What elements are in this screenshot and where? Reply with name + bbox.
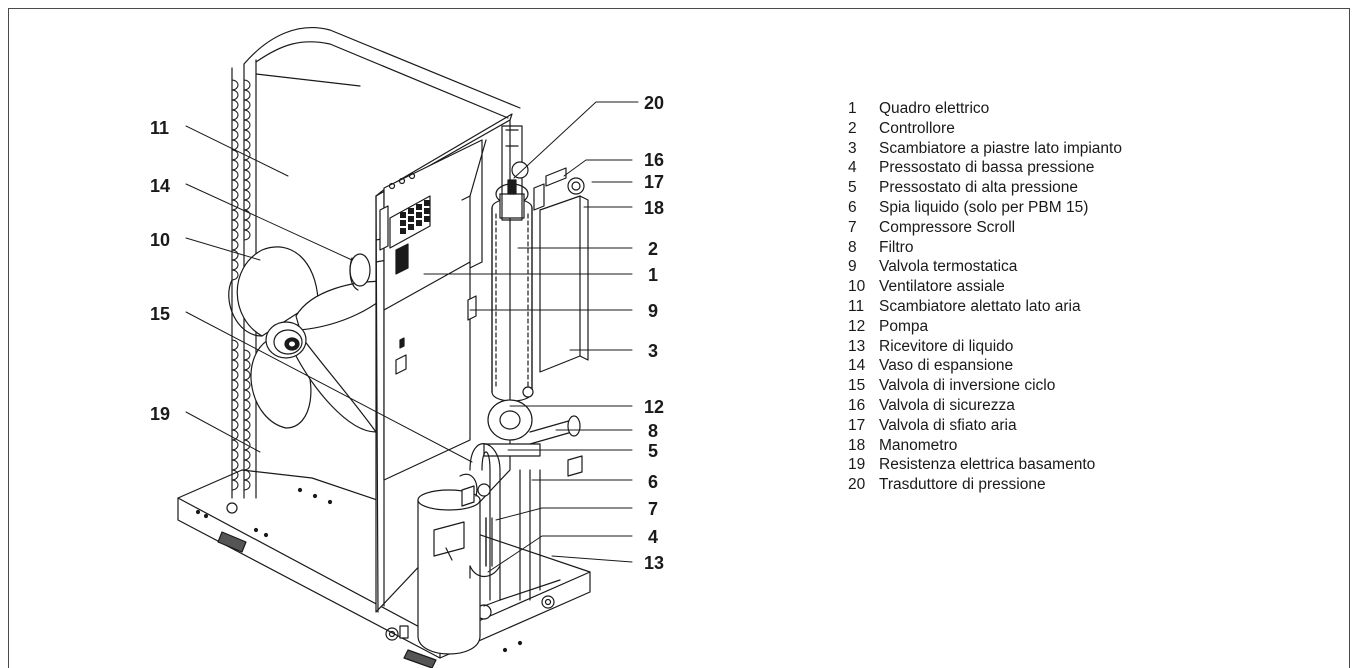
legend-number: 7 [848, 218, 857, 236]
legend-number: 19 [848, 456, 866, 474]
callout-17: 17 [644, 172, 664, 192]
legend-item: 3 Scambiatore a piastre lato impianto [848, 139, 1122, 159]
hydraulic-section [467, 125, 589, 620]
legend-number: 14 [848, 357, 866, 375]
leader-lines [185, 101, 639, 573]
legend-label: Quadro elettrico [879, 100, 990, 117]
legend-item: 5 Pressostato di alta pressione [848, 178, 1122, 198]
callout-9: 9 [648, 301, 658, 321]
legend-number: 16 [848, 396, 866, 414]
legend-item: 12 Pompa [848, 317, 1122, 337]
legend-label: Controllore [879, 119, 955, 137]
legend-label: Ventilatore assiale [879, 278, 1005, 296]
legend-number: 1 [848, 100, 857, 117]
legend-label: Pressostato di alta pressione [879, 179, 1079, 197]
legend-item: 9 Valvola termostatica [848, 257, 1122, 277]
axial-fan [228, 246, 399, 433]
legend-number: 5 [848, 179, 857, 197]
legend-item: 17 Valvola di sfiato aria [848, 416, 1122, 436]
legend-item: 2 Controllore [848, 119, 1122, 139]
legend-number: 2 [848, 119, 857, 137]
legend-label: Spia liquido (solo per PBM 15) [879, 198, 1089, 216]
legend-label: Valvola di inversione ciclo [879, 377, 1056, 395]
callout-12: 12 [644, 397, 664, 417]
legend-item: 1 Quadro elettrico [848, 99, 1122, 119]
legend-number: 9 [848, 258, 857, 276]
legend-number: 15 [848, 377, 866, 395]
callout-11: 11 [150, 118, 169, 138]
legend-number: 6 [848, 198, 857, 216]
legend-item: 7 Compressore Scroll [848, 218, 1122, 238]
legend-item: 4 Pressostato di bassa pressione [848, 158, 1122, 178]
legend-label: Valvola termostatica [879, 258, 1018, 276]
legend-label: Resistenza elettrica basamento [879, 456, 1096, 474]
legend-label: Ricevitore di liquido [879, 337, 1014, 355]
legend-item: 10 Ventilatore assiale [848, 277, 1122, 297]
legend-label: Vaso di espansione [879, 357, 1014, 375]
legend-number: 11 [848, 297, 865, 315]
legend-label: Trasduttore di pressione [879, 476, 1046, 494]
callout-numbers: 20 11 16 17 14 18 10 2 1 15 9 3 12 19 8 … [150, 93, 664, 573]
callout-1: 1 [648, 265, 658, 285]
legend-item: 20 Trasduttore di pressione [848, 475, 1122, 495]
callout-15: 15 [150, 304, 170, 324]
callout-5: 5 [648, 441, 658, 461]
callout-8: 8 [648, 421, 658, 441]
legend-number: 12 [848, 317, 866, 335]
legend-item: 18 Manometro [848, 436, 1122, 456]
legend-number: 10 [848, 278, 866, 296]
legend-item: 19 Resistenza elettrica basamento [848, 455, 1122, 475]
callout-6: 6 [648, 472, 658, 492]
legend-number: 13 [848, 337, 866, 355]
callout-19: 19 [150, 404, 170, 424]
legend-label: Pressostato di bassa pressione [879, 159, 1095, 177]
callout-20: 20 [644, 93, 664, 113]
legend-item: 16 Valvola di sicurezza [848, 396, 1122, 416]
legend-label: Pompa [879, 317, 929, 335]
figure-border [8, 8, 1350, 668]
legend-item: 6 Spia liquido (solo per PBM 15) [848, 198, 1122, 218]
callout-18: 18 [644, 198, 664, 218]
callout-4: 4 [648, 527, 658, 547]
callout-13: 13 [644, 553, 664, 573]
compressor [417, 473, 561, 655]
legend-item: 15 Valvola di inversione ciclo [848, 376, 1122, 396]
legend-number: 8 [848, 238, 857, 256]
legend-label: Scambiatore a piastre lato impianto [879, 139, 1122, 157]
callout-16: 16 [644, 150, 664, 170]
legend-number: 4 [848, 159, 857, 177]
legend-item: 11 Scambiatore alettato lato aria [848, 297, 1122, 317]
legend-item: 14 Vaso di espansione [848, 356, 1122, 376]
legend-number: 17 [848, 416, 866, 434]
electrical-panel [379, 139, 487, 481]
legend-label: Valvola di sfiato aria [879, 416, 1017, 434]
legend-label: Filtro [879, 238, 914, 256]
callout-10: 10 [150, 230, 170, 250]
legend-item: 13 Ricevitore di liquido [848, 337, 1122, 357]
legend-number: 20 [848, 476, 866, 494]
legend-label: Manometro [879, 436, 958, 454]
callout-7: 7 [648, 499, 658, 519]
legend-number: 18 [848, 436, 866, 454]
legend-label: Compressore Scroll [879, 218, 1016, 236]
legend-label: Valvola di sicurezza [879, 396, 1015, 414]
legend-label: Scambiatore alettato lato aria [879, 297, 1081, 315]
legend-item: 8 Filtro [848, 238, 1122, 258]
callout-14: 14 [150, 176, 170, 196]
callout-3: 3 [648, 341, 658, 361]
legend-number: 3 [848, 139, 857, 157]
callout-2: 2 [648, 239, 658, 259]
